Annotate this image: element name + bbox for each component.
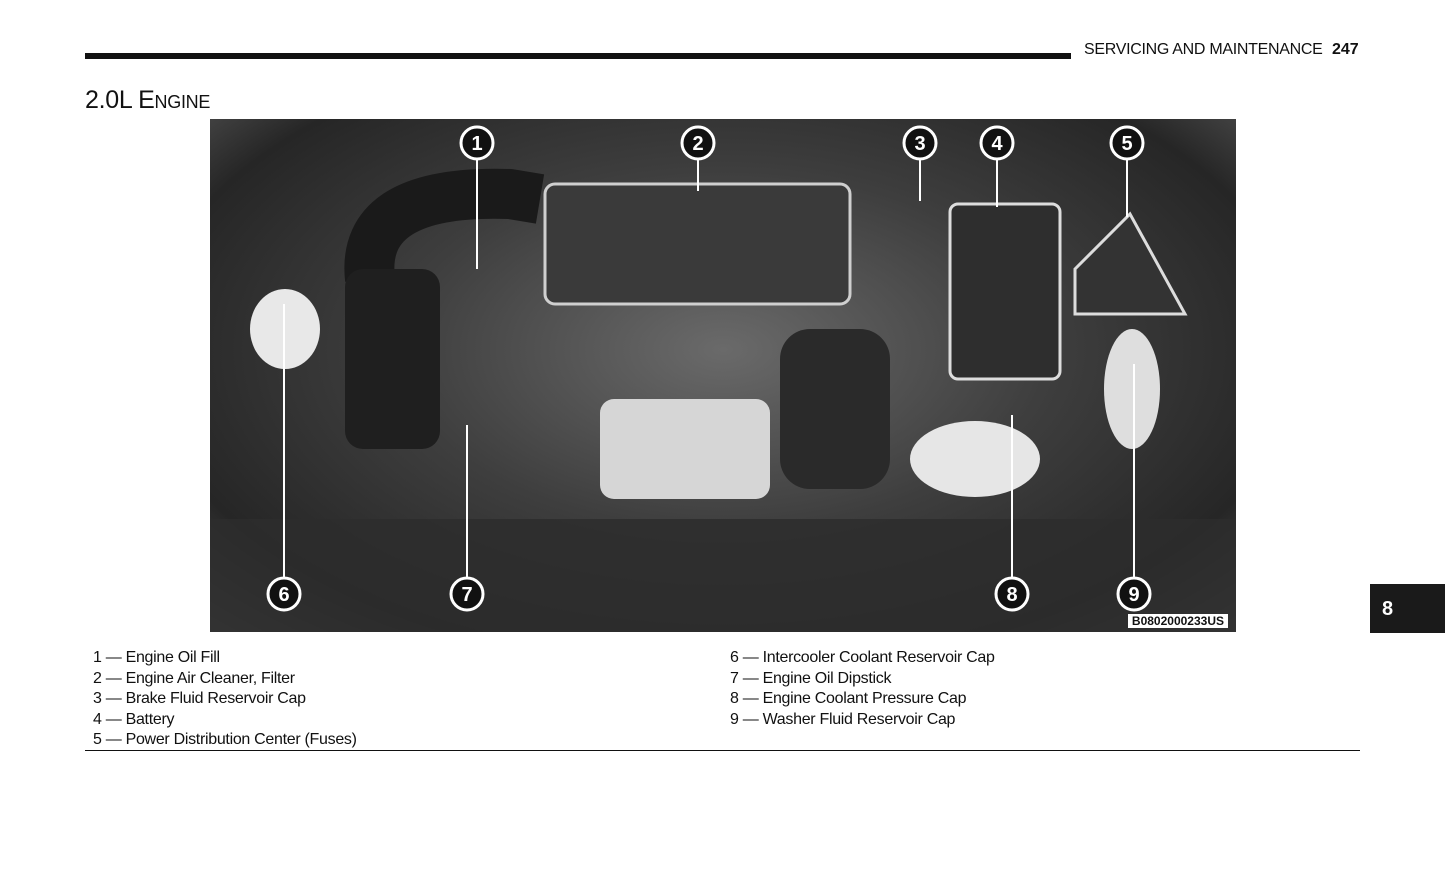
svg-text:4: 4 <box>991 133 1003 155</box>
legend-item: 6 — Intercooler Coolant Reservoir Cap <box>730 649 995 666</box>
callout-6: 6 <box>266 576 302 612</box>
legend-right: 6 — Intercooler Coolant Reservoir Cap 7 … <box>730 648 995 730</box>
chapter-tab: 8 <box>1370 584 1445 633</box>
legend-item: 5 — Power Distribution Center (Fuses) <box>93 731 357 748</box>
section-title: SERVICING AND MAINTENANCE <box>1084 41 1323 58</box>
washer-reservoir <box>1104 329 1160 449</box>
legend-item: 3 — Brake Fluid Reservoir Cap <box>93 690 306 707</box>
page-title: 2.0L Engine <box>85 86 211 114</box>
callout-9: 9 <box>1116 576 1152 612</box>
svg-text:8: 8 <box>1006 584 1017 606</box>
legend-item: 8 — Engine Coolant Pressure Cap <box>730 690 967 707</box>
legend-item: 9 — Washer Fluid Reservoir Cap <box>730 710 956 728</box>
engine-illustration: 1 2 3 4 5 6 7 8 9 <box>210 125 1236 632</box>
legend-item: 2 — Engine Air Cleaner, Filter <box>93 669 295 687</box>
header-rule <box>85 53 1071 59</box>
svg-text:6: 6 <box>278 584 289 606</box>
callout-7: 7 <box>449 576 485 612</box>
svg-text:5: 5 <box>1121 133 1132 155</box>
figure-code: B0802000233US <box>1127 614 1228 628</box>
legend-item: 1 — Engine Oil Fill <box>93 649 220 666</box>
callout-1: 1 <box>459 125 495 161</box>
svg-text:9: 9 <box>1128 584 1139 606</box>
fuse-box <box>1073 211 1188 316</box>
intake-duct <box>344 168 545 282</box>
svg-text:7: 7 <box>461 584 472 606</box>
front-fascia <box>210 519 1236 632</box>
engine-compartment-image: 1 2 3 4 5 6 7 8 9 B0802000233US <box>210 119 1236 632</box>
chapter-number: 8 <box>1382 598 1394 620</box>
callout-8: 8 <box>994 576 1030 612</box>
turbo-heat-shield <box>600 399 770 499</box>
legend-item: 7 — Engine Oil Dipstick <box>730 669 892 687</box>
legend-left: 1 — Engine Oil Fill 2 — Engine Air Clean… <box>93 648 357 751</box>
coolant-reservoir <box>910 421 1040 497</box>
air-cleaner-box <box>543 182 852 306</box>
page-number: 247 <box>1332 41 1359 58</box>
svg-text:3: 3 <box>914 133 925 155</box>
footer-rule <box>85 750 1360 751</box>
callouts: 1 2 3 4 5 6 7 8 9 <box>266 125 1152 612</box>
callout-5: 5 <box>1109 125 1145 161</box>
legend-item: 4 — Battery <box>93 710 175 728</box>
callout-3: 3 <box>902 125 938 161</box>
svg-text:1: 1 <box>471 133 482 155</box>
air-hose <box>780 329 890 489</box>
battery <box>948 202 1062 381</box>
callout-4: 4 <box>979 125 1015 161</box>
svg-text:2: 2 <box>692 133 703 155</box>
callout-2: 2 <box>680 125 716 161</box>
intake-tube <box>345 269 440 449</box>
